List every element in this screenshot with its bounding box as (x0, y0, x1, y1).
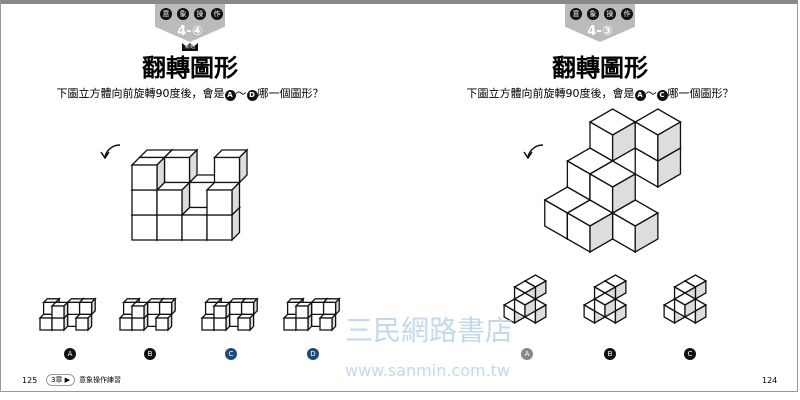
header-char: 象 (177, 8, 189, 20)
option-badge: A (224, 90, 236, 101)
cube-face (611, 172, 636, 215)
cube-face (319, 317, 333, 331)
header-chars: 意象操作 (160, 8, 223, 20)
cube-face (156, 214, 183, 241)
section-name: 意象操作練習 (79, 376, 122, 384)
cube-face (614, 303, 627, 325)
rotate-arrow-icon (523, 144, 544, 160)
header-char: 意 (570, 8, 582, 20)
cube-face (75, 317, 89, 331)
cube-face (634, 211, 659, 254)
cube-face (163, 156, 191, 184)
header-char: 意 (160, 8, 172, 20)
tilde: ～ (645, 87, 657, 100)
cube-face (51, 317, 65, 331)
cube-face (206, 189, 233, 216)
option-c[interactable]: C (225, 348, 237, 360)
cube-face (39, 317, 53, 331)
chapter-tag: 3章 ▶ (46, 374, 76, 386)
question-text: 下圖立方體向前旋轉90度後，會是 (466, 87, 635, 100)
cube-face (158, 301, 173, 316)
cube-face (240, 301, 255, 316)
book-spread (0, 0, 798, 392)
option-a[interactable]: A (521, 348, 533, 360)
cube-face (283, 317, 297, 331)
cube-face (156, 189, 183, 216)
cube-face (119, 317, 133, 331)
cube-face (146, 301, 161, 316)
cube-face (684, 297, 697, 319)
cube-face (213, 317, 227, 331)
page-title: 翻轉圖形 (552, 54, 648, 82)
header-char: 操 (604, 8, 616, 20)
cube-face (589, 211, 614, 254)
cube-face (66, 301, 81, 316)
cube-face (155, 317, 169, 331)
header-char: 象 (587, 8, 599, 20)
cube-face (131, 214, 158, 241)
rotate-arrow-icon (100, 144, 121, 160)
header-char: 操 (194, 8, 206, 20)
cube-face (228, 301, 243, 316)
option-a[interactable]: A (64, 348, 76, 360)
option-badge: C (656, 90, 668, 101)
cube-face (310, 301, 325, 316)
cube-face (131, 317, 145, 331)
cube-face (295, 305, 309, 319)
cube-face (206, 214, 233, 241)
exercise-number: 4-④ (177, 24, 203, 39)
cube-face (181, 214, 208, 241)
cube-face (201, 317, 215, 331)
cube-face (131, 164, 158, 191)
option-badge: A (634, 90, 646, 101)
option-b[interactable]: B (144, 348, 156, 360)
option-badge: D (246, 90, 258, 101)
option-c[interactable]: C (684, 348, 696, 360)
cube-face (694, 303, 707, 325)
question-text: 哪一個圖形？ (667, 87, 734, 100)
exercise-number: 4-③ (587, 24, 613, 39)
cube-face (604, 297, 617, 319)
new-crown-icon: 新題 (182, 43, 198, 51)
cube-face (524, 297, 537, 319)
tilde: ～ (235, 87, 247, 100)
question-text: 下圖立方體向前旋轉90度後，會是 (56, 87, 225, 100)
cube-face (213, 156, 241, 184)
cube-face (131, 305, 145, 319)
cube-face (295, 317, 309, 331)
page-title: 翻轉圖形 (142, 54, 238, 82)
header-char: 作 (621, 8, 633, 20)
header-chars: 意象操作 (570, 8, 633, 20)
cube-face (131, 189, 158, 216)
cube-face (534, 303, 547, 325)
header-char: 作 (211, 8, 223, 20)
option-d[interactable]: D (307, 348, 319, 360)
chapter-label: 3章 ▶意象操作練習 (46, 374, 121, 386)
option-b[interactable]: B (604, 348, 616, 360)
cube-face (213, 305, 227, 319)
cube-face (51, 305, 65, 319)
watermark-url: www.sanmin.com.tw (345, 361, 511, 380)
cube-face (657, 120, 682, 163)
question-text: 哪一個圖形？ (257, 87, 324, 100)
cube-face (322, 301, 337, 316)
cube-face (78, 301, 93, 316)
watermark-name: 三民網路書店 (345, 314, 514, 347)
page-number: 125 (22, 376, 38, 385)
cube-face (237, 317, 251, 331)
page-number: 124 (762, 376, 778, 385)
